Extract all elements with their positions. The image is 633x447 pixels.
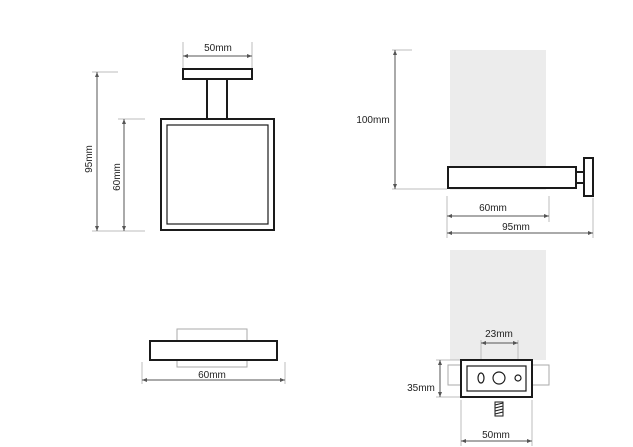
mount-view: 23mm 35mm 50mm xyxy=(407,250,550,446)
bottom-view: 60mm xyxy=(141,328,286,384)
arrow-head xyxy=(438,360,442,365)
frame-bottom-profile xyxy=(149,340,278,361)
arrow-head xyxy=(280,378,285,382)
arrow-head xyxy=(588,231,593,235)
front-total-height-label: 95mm xyxy=(84,145,95,173)
arrow-head xyxy=(142,378,147,382)
arrow-head xyxy=(513,341,518,345)
total-depth-label: 95mm xyxy=(502,222,530,233)
arrow-head xyxy=(447,231,452,235)
screw-slot-left xyxy=(477,372,485,384)
arrow-head xyxy=(481,341,486,345)
arrow-head xyxy=(95,72,99,77)
wall-plate xyxy=(182,68,253,80)
bottom-width-label: 60mm xyxy=(198,370,226,381)
front-view: 50mm 95mm 60mm xyxy=(84,42,275,232)
front-frame-height-label: 60mm xyxy=(112,163,123,191)
arrow-head xyxy=(183,54,188,58)
screw-icon xyxy=(494,401,504,417)
arm-length-label: 60mm xyxy=(479,203,507,214)
holder-frame-inner xyxy=(166,124,269,225)
holder-arm-profile xyxy=(447,166,577,189)
hole-spacing-label: 23mm xyxy=(485,329,513,340)
plate-width-label: 50mm xyxy=(482,430,510,441)
arrow-head xyxy=(95,226,99,231)
plate-height-label: 35mm xyxy=(407,383,435,394)
arrow-head xyxy=(393,50,397,55)
arrow-head xyxy=(122,226,126,231)
arrow-head xyxy=(247,54,252,58)
side-wall-plate xyxy=(583,157,594,197)
glass-height-label: 100mm xyxy=(356,115,389,126)
arrow-head xyxy=(438,392,442,397)
screw-hole-right xyxy=(514,374,522,382)
mount-glass xyxy=(450,250,546,360)
arrow-head xyxy=(544,214,549,218)
arrow-head xyxy=(393,184,397,189)
side-view: 100mm 60mm 95mm xyxy=(356,49,594,238)
center-hole xyxy=(492,371,506,385)
arrow-head xyxy=(527,439,532,443)
arrow-head xyxy=(122,119,126,124)
mounting-stem xyxy=(206,78,228,120)
arrow-head xyxy=(447,214,452,218)
front-width-label: 50mm xyxy=(204,43,232,54)
arrow-head xyxy=(461,439,466,443)
